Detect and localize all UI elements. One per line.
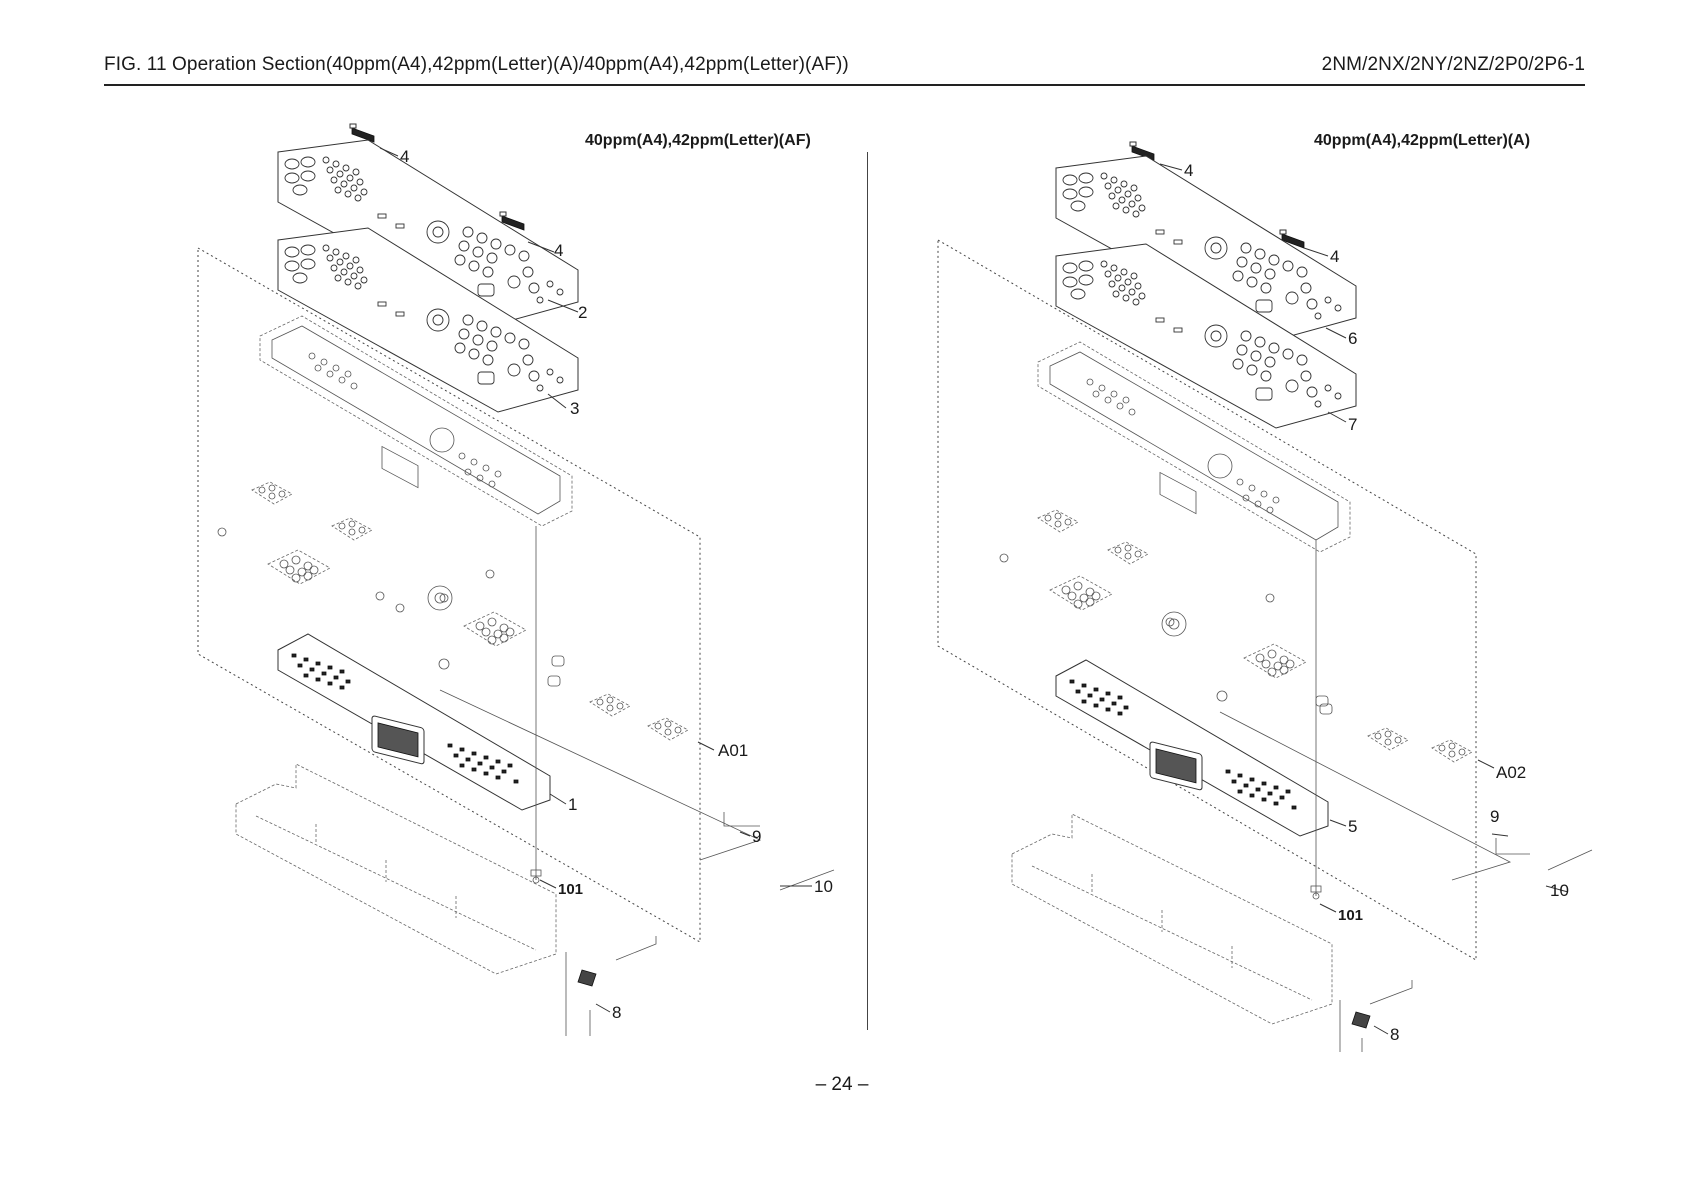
- callout-8-left: 8: [612, 1003, 621, 1022]
- assembly-af: [197, 123, 835, 1036]
- page-number: – 24 –: [815, 1074, 869, 1095]
- variant-label-right: 40ppm(A4),42ppm(Letter)(A): [1314, 132, 1531, 149]
- callout-a01: A01: [718, 741, 748, 760]
- callout-10-left: 10: [814, 877, 833, 896]
- callout-4-c: 4: [1184, 161, 1193, 180]
- figure-title: FIG. 11 Operation Section(40ppm(A4),42pp…: [104, 54, 849, 75]
- model-codes: 2NM/2NX/2NY/2NZ/2P0/2P6-1: [1321, 54, 1585, 75]
- callout-7: 7: [1348, 415, 1357, 434]
- center-divider: [867, 152, 868, 1030]
- callout-10-right: 10: [1550, 881, 1569, 900]
- callout-a02: A02: [1496, 763, 1526, 782]
- callout-1: 1: [568, 795, 577, 814]
- callout-3: 3: [570, 399, 579, 418]
- callout-9-right: 9: [1490, 807, 1499, 826]
- callout-6: 6: [1348, 329, 1357, 348]
- callout-101-right: 101: [1338, 907, 1363, 924]
- callout-8-right: 8: [1390, 1025, 1399, 1044]
- callout-4-a: 4: [400, 147, 409, 166]
- callout-5: 5: [1348, 817, 1357, 836]
- callout-101-left: 101: [558, 881, 583, 898]
- callout-4-b: 4: [554, 241, 563, 260]
- header-rule: [104, 84, 1585, 86]
- callout-4-d: 4: [1330, 247, 1339, 266]
- assembly-a: [937, 141, 1593, 1052]
- variant-label-left: 40ppm(A4),42ppm(Letter)(AF): [585, 132, 811, 149]
- callout-9-left: 9: [752, 827, 761, 846]
- callout-2: 2: [578, 303, 587, 322]
